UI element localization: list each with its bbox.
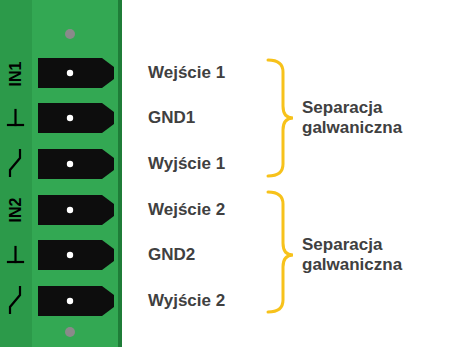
screw-terminal <box>38 240 114 270</box>
terminal-screw <box>67 70 73 76</box>
terminal-screw <box>67 161 73 167</box>
mounting-screw <box>65 327 75 337</box>
signal-name: GND2 <box>148 245 195 265</box>
terminal-screw <box>67 207 73 213</box>
terminal-screw <box>67 252 73 258</box>
terminal-opening <box>38 195 114 225</box>
terminal-housing <box>0 0 122 347</box>
group-note: Separacja galwaniczna <box>302 98 442 138</box>
switch-symbol <box>10 150 20 176</box>
screw-terminal <box>38 149 114 179</box>
signal-name: Wejście 2 <box>148 200 225 220</box>
group-brace <box>268 192 293 312</box>
terminal-opening <box>38 58 114 88</box>
terminal-screw <box>67 115 73 121</box>
signal-name: Wyjście 2 <box>148 291 225 311</box>
screw-terminal <box>38 195 114 225</box>
switch-symbol <box>10 287 20 313</box>
terminal-screw <box>67 298 73 304</box>
signal-name: Wyjście 1 <box>148 154 225 174</box>
terminal-marking-strip <box>0 0 32 347</box>
group-brace <box>268 60 293 176</box>
ground-symbol <box>8 247 23 262</box>
housing-edge <box>118 0 122 347</box>
ground-symbol <box>8 110 23 125</box>
pin-label: IN2 <box>6 198 26 223</box>
screw-terminal <box>38 58 114 88</box>
terminal-opening <box>38 240 114 270</box>
screw-terminal <box>38 103 114 133</box>
terminal-opening <box>38 103 114 133</box>
pin-label: IN1 <box>6 62 26 87</box>
terminal-opening <box>38 149 114 179</box>
signal-name: Wejście 1 <box>148 63 225 83</box>
terminal-opening <box>38 286 114 316</box>
group-note: Separacja galwaniczna <box>302 235 442 275</box>
mounting-screw <box>65 29 75 39</box>
screw-terminal <box>38 286 114 316</box>
signal-name: GND1 <box>148 108 195 128</box>
